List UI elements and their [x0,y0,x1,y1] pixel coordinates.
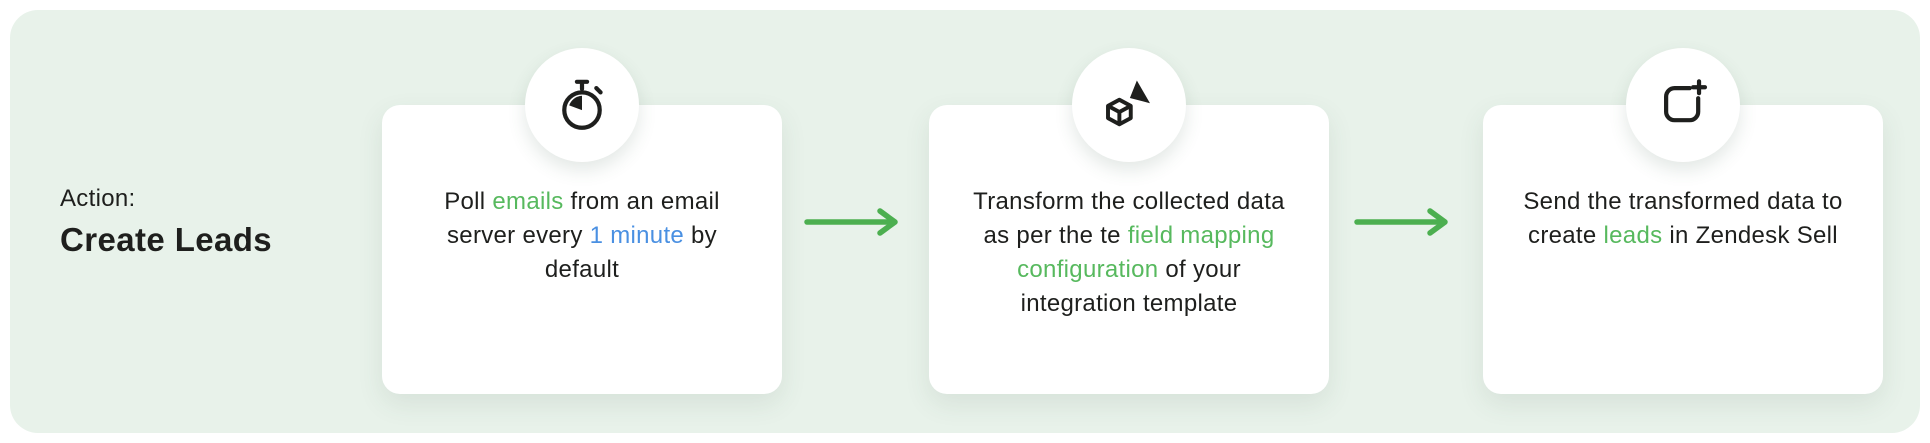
step-description: Transform the collected data as per the … [929,105,1329,321]
arrow-right-icon [1354,208,1448,236]
step-description: Poll emails from an email server every 1… [382,105,782,287]
step-description: Send the transformed data to create lead… [1483,105,1883,253]
action-block: Action: Create Leads [60,185,272,259]
arrow-right-icon [804,208,898,236]
text-segment: Send the transformed data to create [1523,188,1843,249]
transform-icon-badge [1072,48,1186,162]
step-card-poll-emails: Poll emails from an email server every 1… [382,48,782,394]
stopwatch-icon [562,79,603,130]
text-segment-leads: leads [1603,222,1663,249]
action-title: Create Leads [60,220,273,258]
text-segment: from an email server every [447,188,720,249]
stopwatch-icon-badge [525,48,639,162]
text-segment: of your integration template [1020,256,1241,317]
action-label: Action: [60,184,136,212]
text-segment: in Zendesk Sell [1662,222,1838,249]
flow-panel: Action: Create Leads Poll emails from an… [10,10,1920,433]
text-segment-field-mapping: field mapping configuration [1017,222,1275,283]
text-segment: by default [544,222,717,283]
add-leads-icon-badge [1626,48,1740,162]
text-segment: Poll [444,188,493,215]
text-segment-emails: emails [492,188,564,215]
step-card-create-leads: Send the transformed data to create lead… [1483,48,1883,394]
text-segment-interval: 1 minute [589,222,685,249]
add-leads-icon [1664,79,1708,123]
step-card-transform-data: Transform the collected data as per the … [929,48,1329,394]
text-segment: Transform the collected data as per the … [973,188,1285,249]
transform-icon [1106,80,1150,127]
